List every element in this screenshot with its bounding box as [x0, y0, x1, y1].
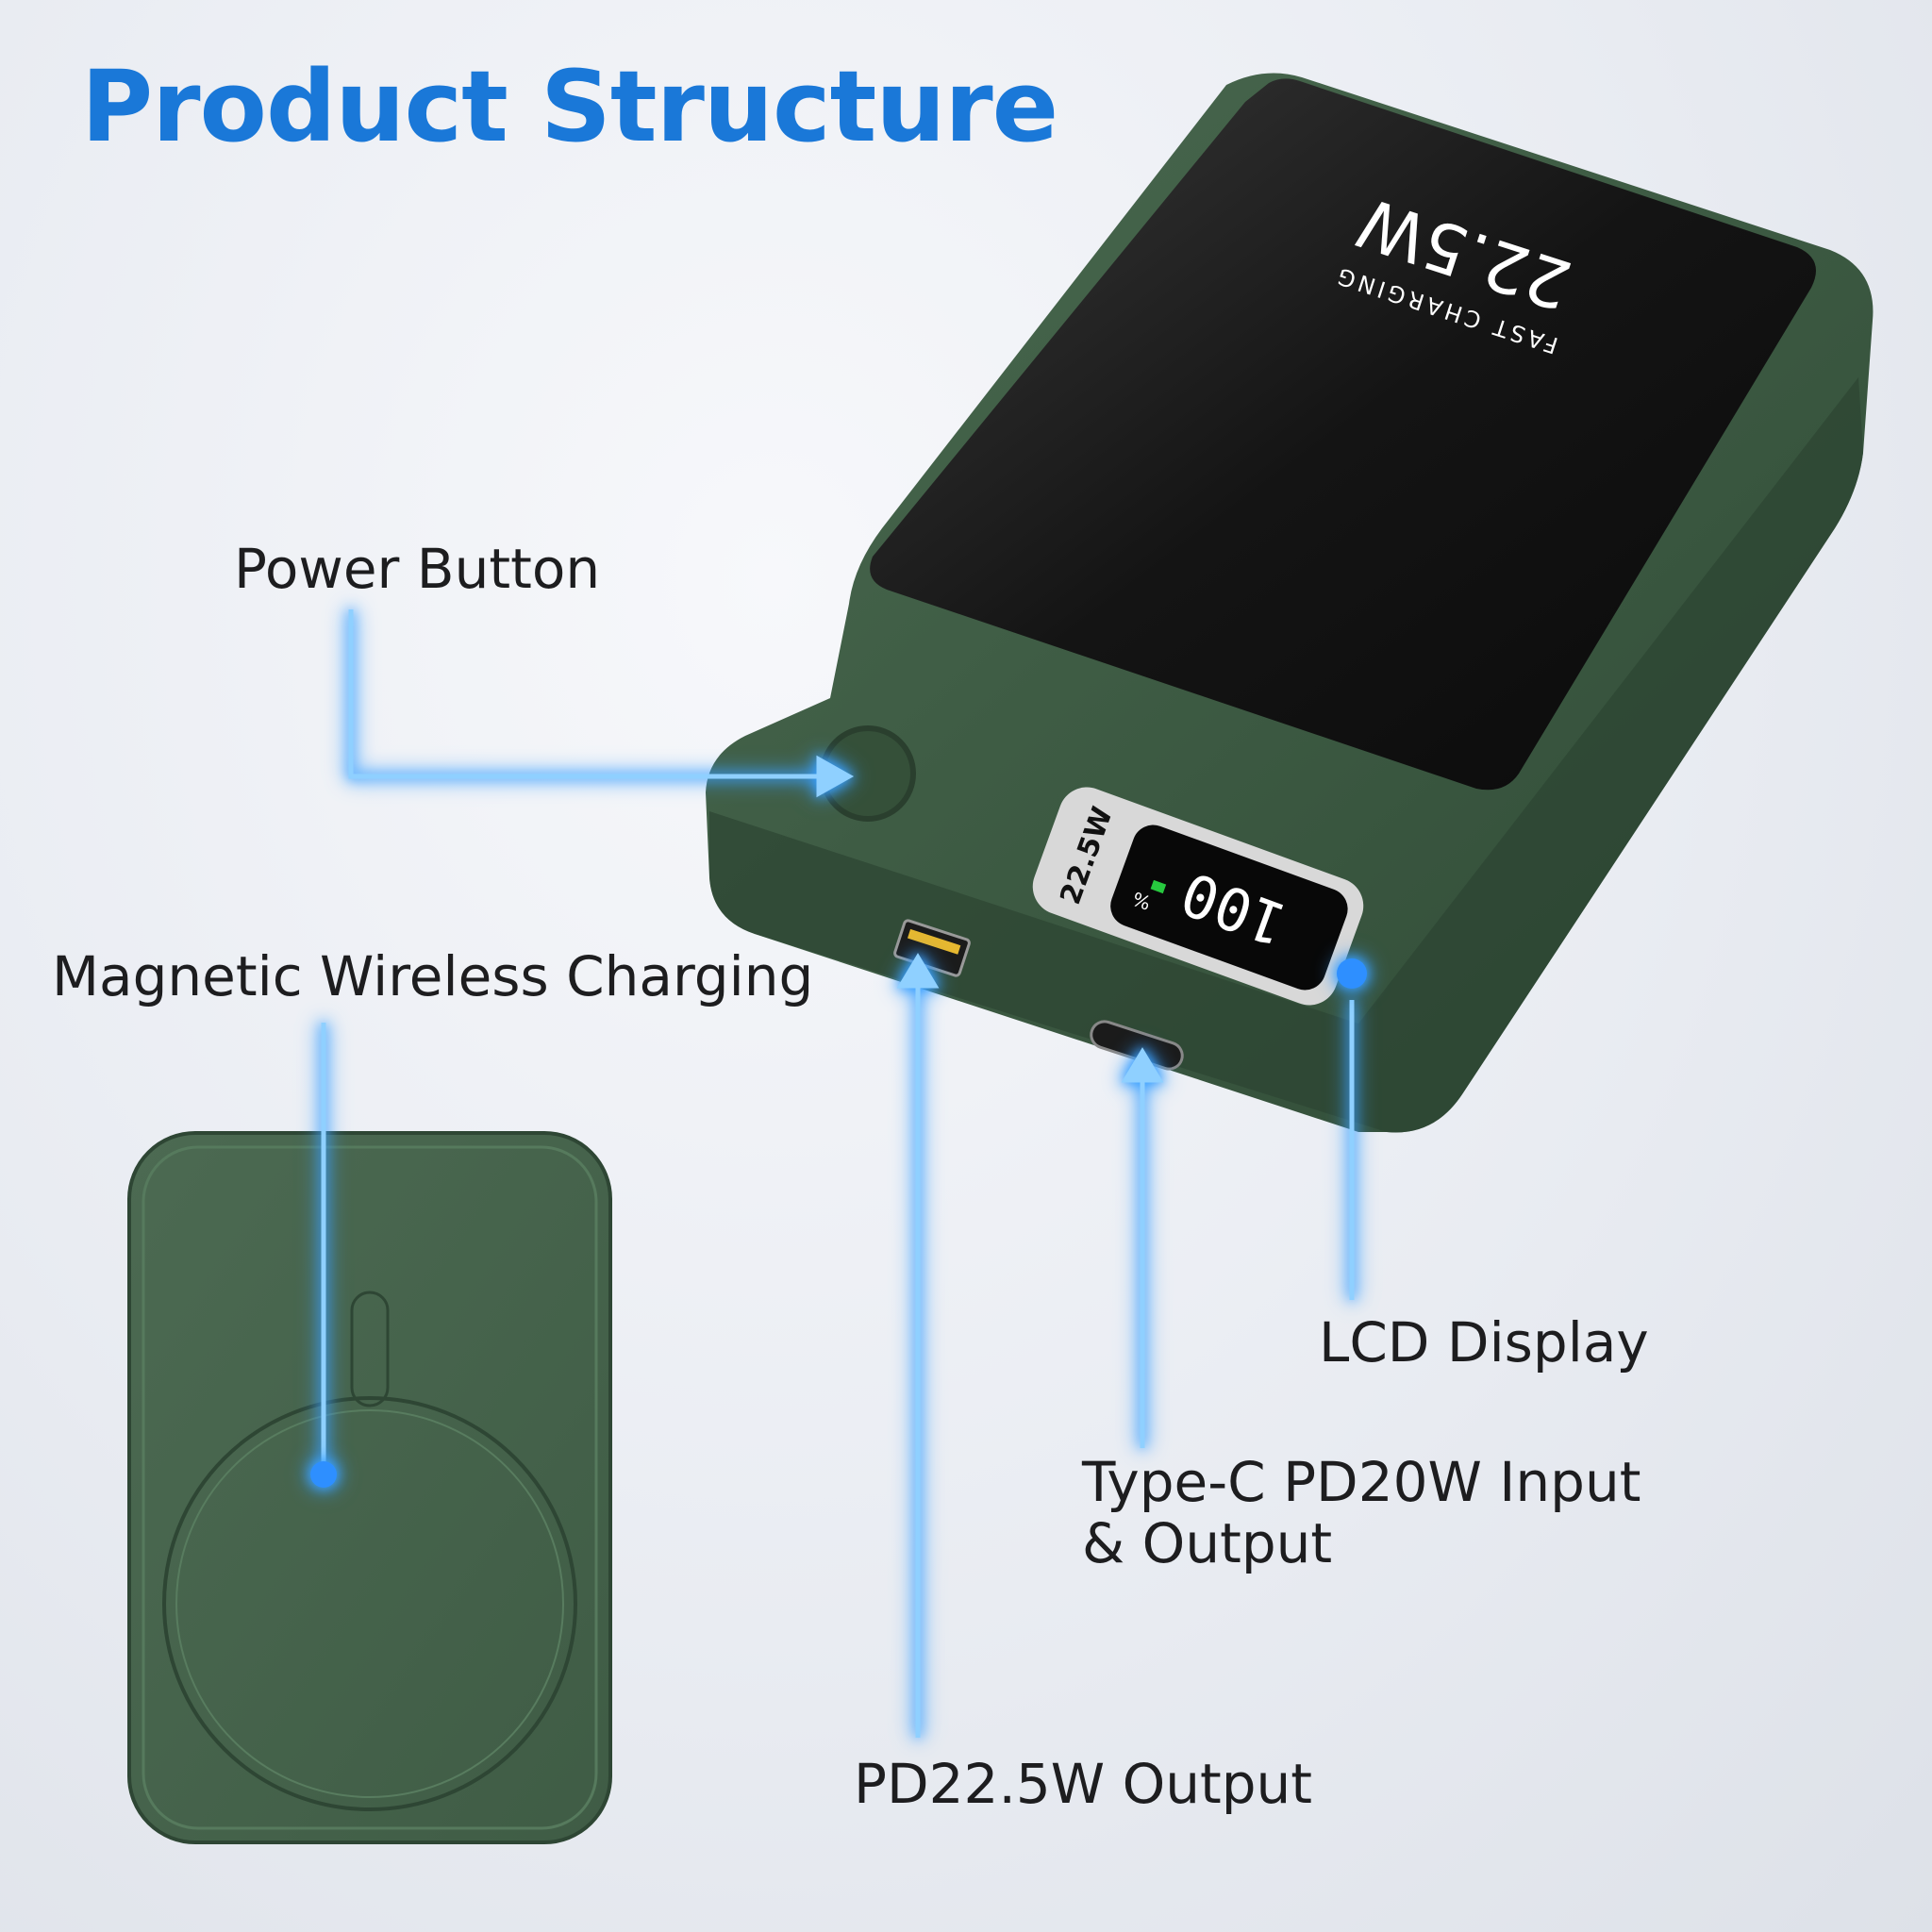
wireless-charging-pad — [127, 1131, 612, 1844]
lcd-display-label: LCD Display — [1319, 1310, 1649, 1374]
pd-arrow-icon — [896, 953, 940, 989]
power-button-label: Power Button — [234, 537, 601, 601]
magnetic-wireless-label: Magnetic Wireless Charging — [52, 944, 814, 1008]
power-arrow-icon — [816, 755, 855, 798]
glass-panel — [870, 78, 1816, 791]
page-title: Product Structure — [81, 49, 1058, 164]
lcd-screen — [1110, 824, 1348, 991]
callout-lines — [321, 609, 1355, 1738]
device-ledge — [709, 377, 1863, 1133]
lcd-callout-dot — [1337, 958, 1367, 989]
typec-arrow-icon — [1121, 1047, 1164, 1083]
type-c-label-line1: Type-C PD20W Input — [1082, 1450, 1641, 1514]
magnetic-ring — [162, 1396, 577, 1811]
type-c-label-line2: & Output — [1082, 1511, 1333, 1575]
pad-indicator-slot — [350, 1291, 390, 1407]
magnetic-callout-dot — [310, 1461, 337, 1488]
power-bank-device: 22.5W FAST CHARGING 22.5W 100 % — [706, 73, 1874, 1133]
power-callout-line — [348, 609, 830, 779]
pd-output-label: PD22.5W Output — [854, 1752, 1313, 1816]
lcd-charge-indicator — [1150, 879, 1167, 894]
usb-c-port — [1090, 1020, 1184, 1071]
